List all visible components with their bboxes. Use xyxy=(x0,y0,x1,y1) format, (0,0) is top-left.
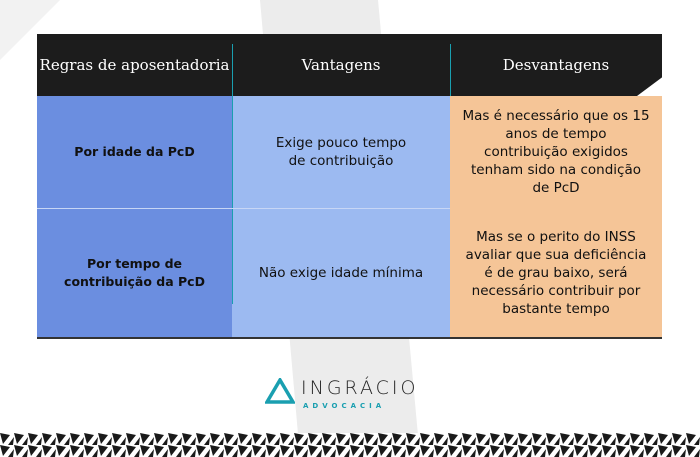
row1-advantage: Exige pouco tempo de contribuição xyxy=(232,96,450,208)
column-divider xyxy=(450,44,451,96)
decorative-pattern xyxy=(0,433,700,457)
table-header xyxy=(37,34,662,96)
row1-disadvantage: Mas é necessário que os 15 anos de tempo… xyxy=(450,96,662,208)
header-advantages: Vantagens xyxy=(301,55,381,74)
triangle-icon xyxy=(265,378,295,404)
row1-rule: Por idade da PcD xyxy=(37,96,232,208)
column-divider xyxy=(232,44,233,304)
row2-rule: Por tempo de contribuição da PcD xyxy=(37,208,232,337)
retirement-rules-table: Regras de aposentadoria Vantagens Desvan… xyxy=(37,34,662,339)
row2-disadvantage: Mas se o perito do INSS avaliar que sua … xyxy=(450,208,662,337)
header-disadvantages: Desvantagens xyxy=(502,55,610,74)
row-divider xyxy=(37,208,450,209)
row2-advantage: Não exige idade mínima xyxy=(232,208,450,337)
logo-subtitle: ADVOCACIA xyxy=(303,402,386,410)
ingracio-logo: INGRÁCIO ADVOCACIA xyxy=(265,377,445,413)
logo-name: INGRÁCIO xyxy=(301,377,419,399)
header-rules: Regras de aposentadoria xyxy=(39,55,230,74)
table-bottom-border xyxy=(37,337,662,339)
